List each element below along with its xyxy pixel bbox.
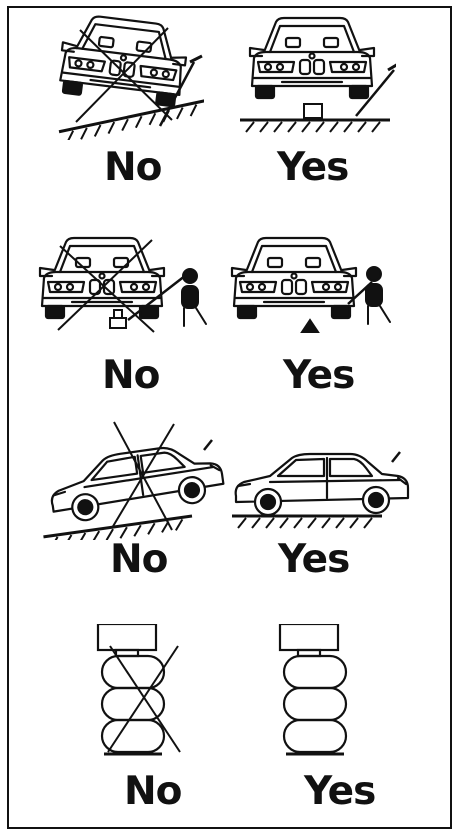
yes-label-row-4: Yes <box>304 772 375 811</box>
car-front-on-slope-illustration <box>44 10 204 140</box>
car-front-level-illustration <box>236 12 396 142</box>
no-label-row-1: No <box>104 148 161 187</box>
car-side-on-slope-illustration <box>40 420 230 540</box>
no-label-row-2: No <box>102 356 159 395</box>
no-label-row-3: No <box>110 540 167 579</box>
car-side-level-illustration <box>228 436 418 536</box>
car-front-person-beside-illustration <box>222 226 402 346</box>
yes-label-row-2: Yes <box>283 356 354 395</box>
yes-label-row-3: Yes <box>278 540 349 579</box>
car-front-person-underneath-illustration <box>30 226 210 346</box>
no-label-row-4: No <box>124 772 181 811</box>
bellows-aligned-illustration <box>276 624 376 764</box>
yes-label-row-1: Yes <box>277 148 348 187</box>
bellows-misaligned-illustration <box>94 624 194 764</box>
